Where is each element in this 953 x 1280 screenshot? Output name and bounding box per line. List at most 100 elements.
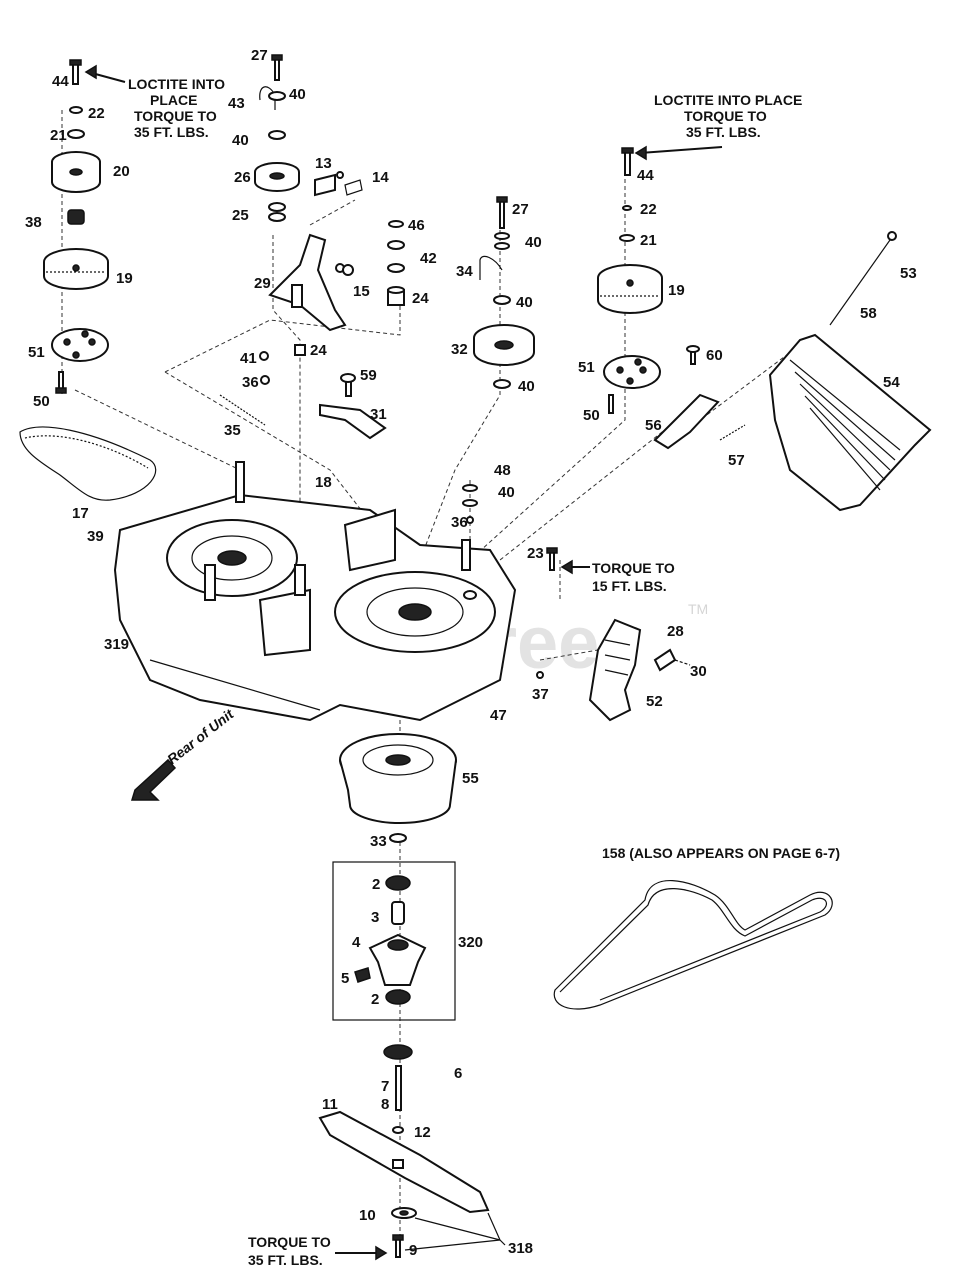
callout-24: 24	[412, 290, 429, 307]
callout-21: 21	[640, 232, 657, 249]
callout-14: 14	[372, 169, 389, 186]
callout-43: 43	[228, 95, 245, 112]
callout-31: 31	[370, 406, 387, 423]
callout-40: 40	[232, 132, 249, 149]
svg-text:LOCTITE INTO: LOCTITE INTO	[128, 76, 225, 92]
right-spindle-pulley-stack	[597, 147, 663, 414]
callout-48: 48	[494, 462, 511, 479]
callout-17: 17	[72, 505, 89, 522]
svg-text:35 FT. LBS.: 35 FT. LBS.	[686, 124, 761, 140]
idler-bracket-assembly	[219, 54, 363, 426]
callout-60: 60	[706, 347, 723, 364]
callout-50: 50	[583, 407, 600, 424]
chute-bracket-56	[653, 345, 746, 450]
callout-27: 27	[512, 201, 529, 218]
callout-6: 6	[454, 1065, 462, 1082]
left-spindle-pulley-stack	[43, 59, 109, 394]
drive-belt-158	[553, 879, 833, 1010]
callout-40: 40	[518, 378, 535, 395]
callout-39: 39	[87, 528, 104, 545]
note-torque-15: TORQUE TO 15 FT. LBS.	[592, 560, 675, 594]
callout-18: 18	[315, 474, 332, 491]
callout-320: 320	[458, 934, 483, 951]
svg-text:TORQUE TO: TORQUE TO	[592, 560, 675, 576]
blade-bolt-10-9	[391, 1207, 417, 1258]
callout-44: 44	[637, 167, 654, 184]
callout-21: 21	[50, 127, 67, 144]
callout-22: 22	[640, 201, 657, 218]
callout-55: 55	[462, 770, 479, 787]
callout-54: 54	[883, 374, 900, 391]
callout-53: 53	[900, 265, 917, 282]
callout-2: 2	[371, 991, 379, 1008]
rear-of-unit-arrow: Rear of Unit	[130, 705, 237, 801]
callout-36: 36	[451, 514, 468, 531]
callout-9: 9	[409, 1242, 417, 1259]
callout-29: 29	[254, 275, 271, 292]
callout-40: 40	[525, 234, 542, 251]
watermark-trademark: TM	[688, 601, 708, 617]
callout-11: 11	[322, 1096, 338, 1113]
callout-51: 51	[28, 344, 45, 361]
callout-52: 52	[646, 693, 663, 710]
bracket-31-59	[319, 373, 387, 440]
callout-28: 28	[667, 623, 684, 640]
discharge-chute-54	[768, 231, 932, 512]
svg-text:PLACE: PLACE	[150, 92, 197, 108]
callout-19: 19	[668, 282, 685, 299]
note-loctite-left: LOCTITE INTO PLACE TORQUE TO 35 FT. LBS.	[128, 76, 225, 140]
svg-text:TORQUE TO: TORQUE TO	[684, 108, 767, 124]
note-loctite-right: LOCTITE INTO PLACE TORQUE TO 35 FT. LBS.	[654, 92, 802, 140]
callout-319: 319	[104, 636, 129, 653]
callout-40: 40	[498, 484, 515, 501]
callout-35: 35	[224, 422, 241, 439]
svg-text:35 FT. LBS.: 35 FT. LBS.	[248, 1252, 323, 1268]
note-belt-158: 158 (ALSO APPEARS ON PAGE 6-7)	[602, 845, 840, 861]
callout-33: 33	[370, 833, 387, 850]
callout-38: 38	[25, 214, 42, 231]
callout-36: 36	[242, 374, 259, 391]
callout-56: 56	[645, 417, 662, 434]
callout-4: 4	[352, 934, 361, 951]
callout-27: 27	[251, 47, 268, 64]
spindle-housing-55	[339, 733, 457, 824]
svg-text:TORQUE TO: TORQUE TO	[134, 108, 217, 124]
spindle-shaft-parts	[383, 1044, 413, 1134]
washer-stack-46-42-24	[387, 220, 405, 306]
callout-7: 7	[381, 1078, 389, 1095]
callout-5: 5	[341, 970, 349, 987]
mower-deck-housing	[113, 461, 544, 722]
callout-labels: 44 22 21 20 38 19 51 50 17 39 319 27 40 …	[25, 47, 917, 1259]
callout-3: 3	[371, 909, 379, 926]
svg-text:35 FT. LBS.: 35 FT. LBS.	[134, 124, 209, 140]
callout-46: 46	[408, 217, 425, 234]
note-arrows	[84, 64, 723, 1261]
callout-47: 47	[490, 707, 507, 724]
callout-2: 2	[372, 876, 380, 893]
deflector-52	[588, 618, 691, 722]
svg-text:TORQUE TO: TORQUE TO	[248, 1234, 331, 1250]
bolt-23	[546, 547, 558, 571]
callout-24: 24	[310, 342, 327, 359]
callout-12: 12	[414, 1124, 431, 1141]
callout-37: 37	[532, 686, 549, 703]
callout-26: 26	[234, 169, 251, 186]
mower-blade-11	[318, 1110, 490, 1214]
spindle-assembly-320	[332, 833, 456, 1021]
center-idler-pulley	[473, 196, 535, 389]
callout-40: 40	[289, 86, 306, 103]
deck-belt-17	[19, 426, 157, 501]
callout-58: 58	[860, 305, 877, 322]
callout-57: 57	[728, 452, 745, 469]
callout-10: 10	[359, 1207, 376, 1224]
callout-42: 42	[420, 250, 437, 267]
callout-40: 40	[516, 294, 533, 311]
callout-50: 50	[33, 393, 50, 410]
callout-30: 30	[690, 663, 707, 680]
callout-20: 20	[113, 163, 130, 180]
callout-22: 22	[88, 105, 105, 122]
svg-text:15 FT. LBS.: 15 FT. LBS.	[592, 578, 667, 594]
callout-15: 15	[353, 283, 370, 300]
